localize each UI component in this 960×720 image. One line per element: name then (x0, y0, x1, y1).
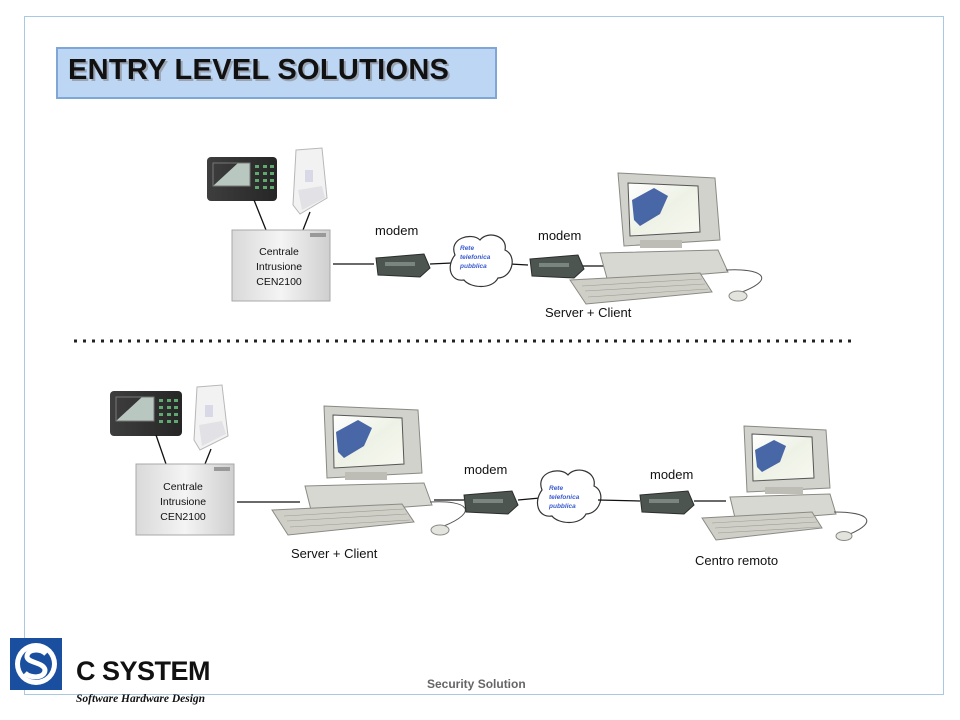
panel-label: Centrale Intrusione CEN2100 (148, 480, 218, 525)
panel-label-line1: Centrale (259, 246, 299, 258)
modem-icon (639, 490, 695, 515)
modem-label: modem (650, 467, 694, 482)
cloud-line2: telefonica (549, 494, 580, 501)
panel-label-line3: CEN2100 (256, 276, 302, 288)
keypad-icon (207, 157, 277, 201)
modem-icon (463, 490, 519, 515)
csystem-logo-icon (10, 638, 62, 690)
remote-center-label: Centro remoto (695, 553, 779, 568)
modem-icon (375, 253, 431, 278)
logo-name: C SYSTEM (76, 656, 211, 686)
panel-label-line2: Intrusione (255, 261, 303, 273)
modem-label: modem (464, 462, 508, 477)
panel-label-line2: Intrusione (159, 496, 207, 508)
cloud-line1: Rete (549, 485, 564, 492)
cloud-line1: Rete (460, 245, 475, 252)
footer-text: Security Solution (427, 677, 526, 691)
cloud-label: Rete telefonica pubblica (460, 244, 490, 271)
control-panel-box (231, 229, 331, 302)
modem-label: modem (538, 228, 582, 243)
keypad-icon (110, 391, 182, 436)
title-box (56, 47, 497, 99)
slide-title: ENTRY LEVEL SOLUTIONS (68, 54, 450, 86)
panel-label-line1: Centrale (163, 481, 203, 493)
motion-sensor-icon (193, 384, 229, 451)
modem-icon (529, 254, 585, 279)
computer-icon (271, 405, 466, 536)
slide-frame (24, 16, 944, 695)
panel-label: Centrale Intrusione CEN2100 (244, 245, 314, 290)
logo-tagline: Software Hardware Design (76, 693, 206, 705)
computer-label: Server + Client (545, 305, 632, 320)
remote-computer-icon (701, 425, 868, 541)
phone-network-cloud-icon (536, 469, 602, 524)
cloud-label: Rete telefonica pubblica (549, 484, 579, 511)
phone-network-cloud-icon (449, 234, 513, 288)
cloud-line2: telefonica (460, 254, 491, 261)
cloud-line3: pubblica (460, 263, 487, 270)
modem-label: modem (375, 223, 419, 238)
control-panel-box (135, 463, 235, 536)
panel-label-line3: CEN2100 (160, 511, 206, 523)
computer-icon (569, 172, 763, 305)
cloud-line3: pubblica (549, 503, 576, 510)
computer-label: Server + Client (291, 546, 378, 561)
motion-sensor-icon (292, 147, 328, 215)
